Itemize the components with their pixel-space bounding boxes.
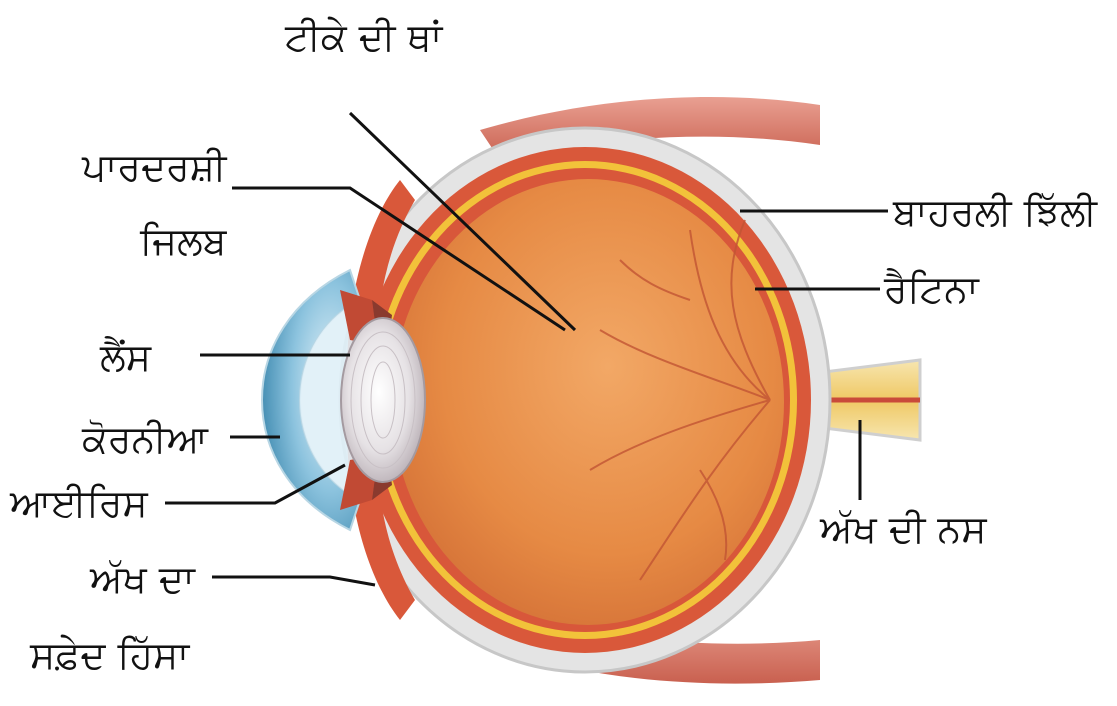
- label-lens: ਲੈਂਸ: [100, 338, 151, 376]
- label-choroid: ਬਾਹਰਲੀ ਝਿੱਲੀ: [893, 193, 1097, 231]
- label-injection-site: ਟੀਕੇ ਦੀ ਥਾਂ: [285, 18, 442, 56]
- label-retina: ਰੈਟਿਨਾ: [884, 270, 979, 308]
- label-cornea: ਕੋਰਨੀਆ: [82, 420, 208, 458]
- label-iris: ਆਈਰਿਸ: [10, 484, 148, 522]
- lens: [341, 318, 425, 482]
- label-vitreous-line1: ਪਾਰਦਰਸ਼ੀ: [82, 148, 226, 186]
- label-sclera-line1: ਅੱਖ ਦਾ: [90, 560, 195, 598]
- label-optic-nerve: ਅੱਖ ਦੀ ਨਸ: [820, 510, 987, 548]
- label-sclera-line2: ਸਫ਼ੇਦ ਹਿੱਸਾ: [30, 636, 189, 674]
- label-vitreous-line2: ਜਿਲਬ: [140, 222, 226, 260]
- leader-sclera: [212, 577, 375, 585]
